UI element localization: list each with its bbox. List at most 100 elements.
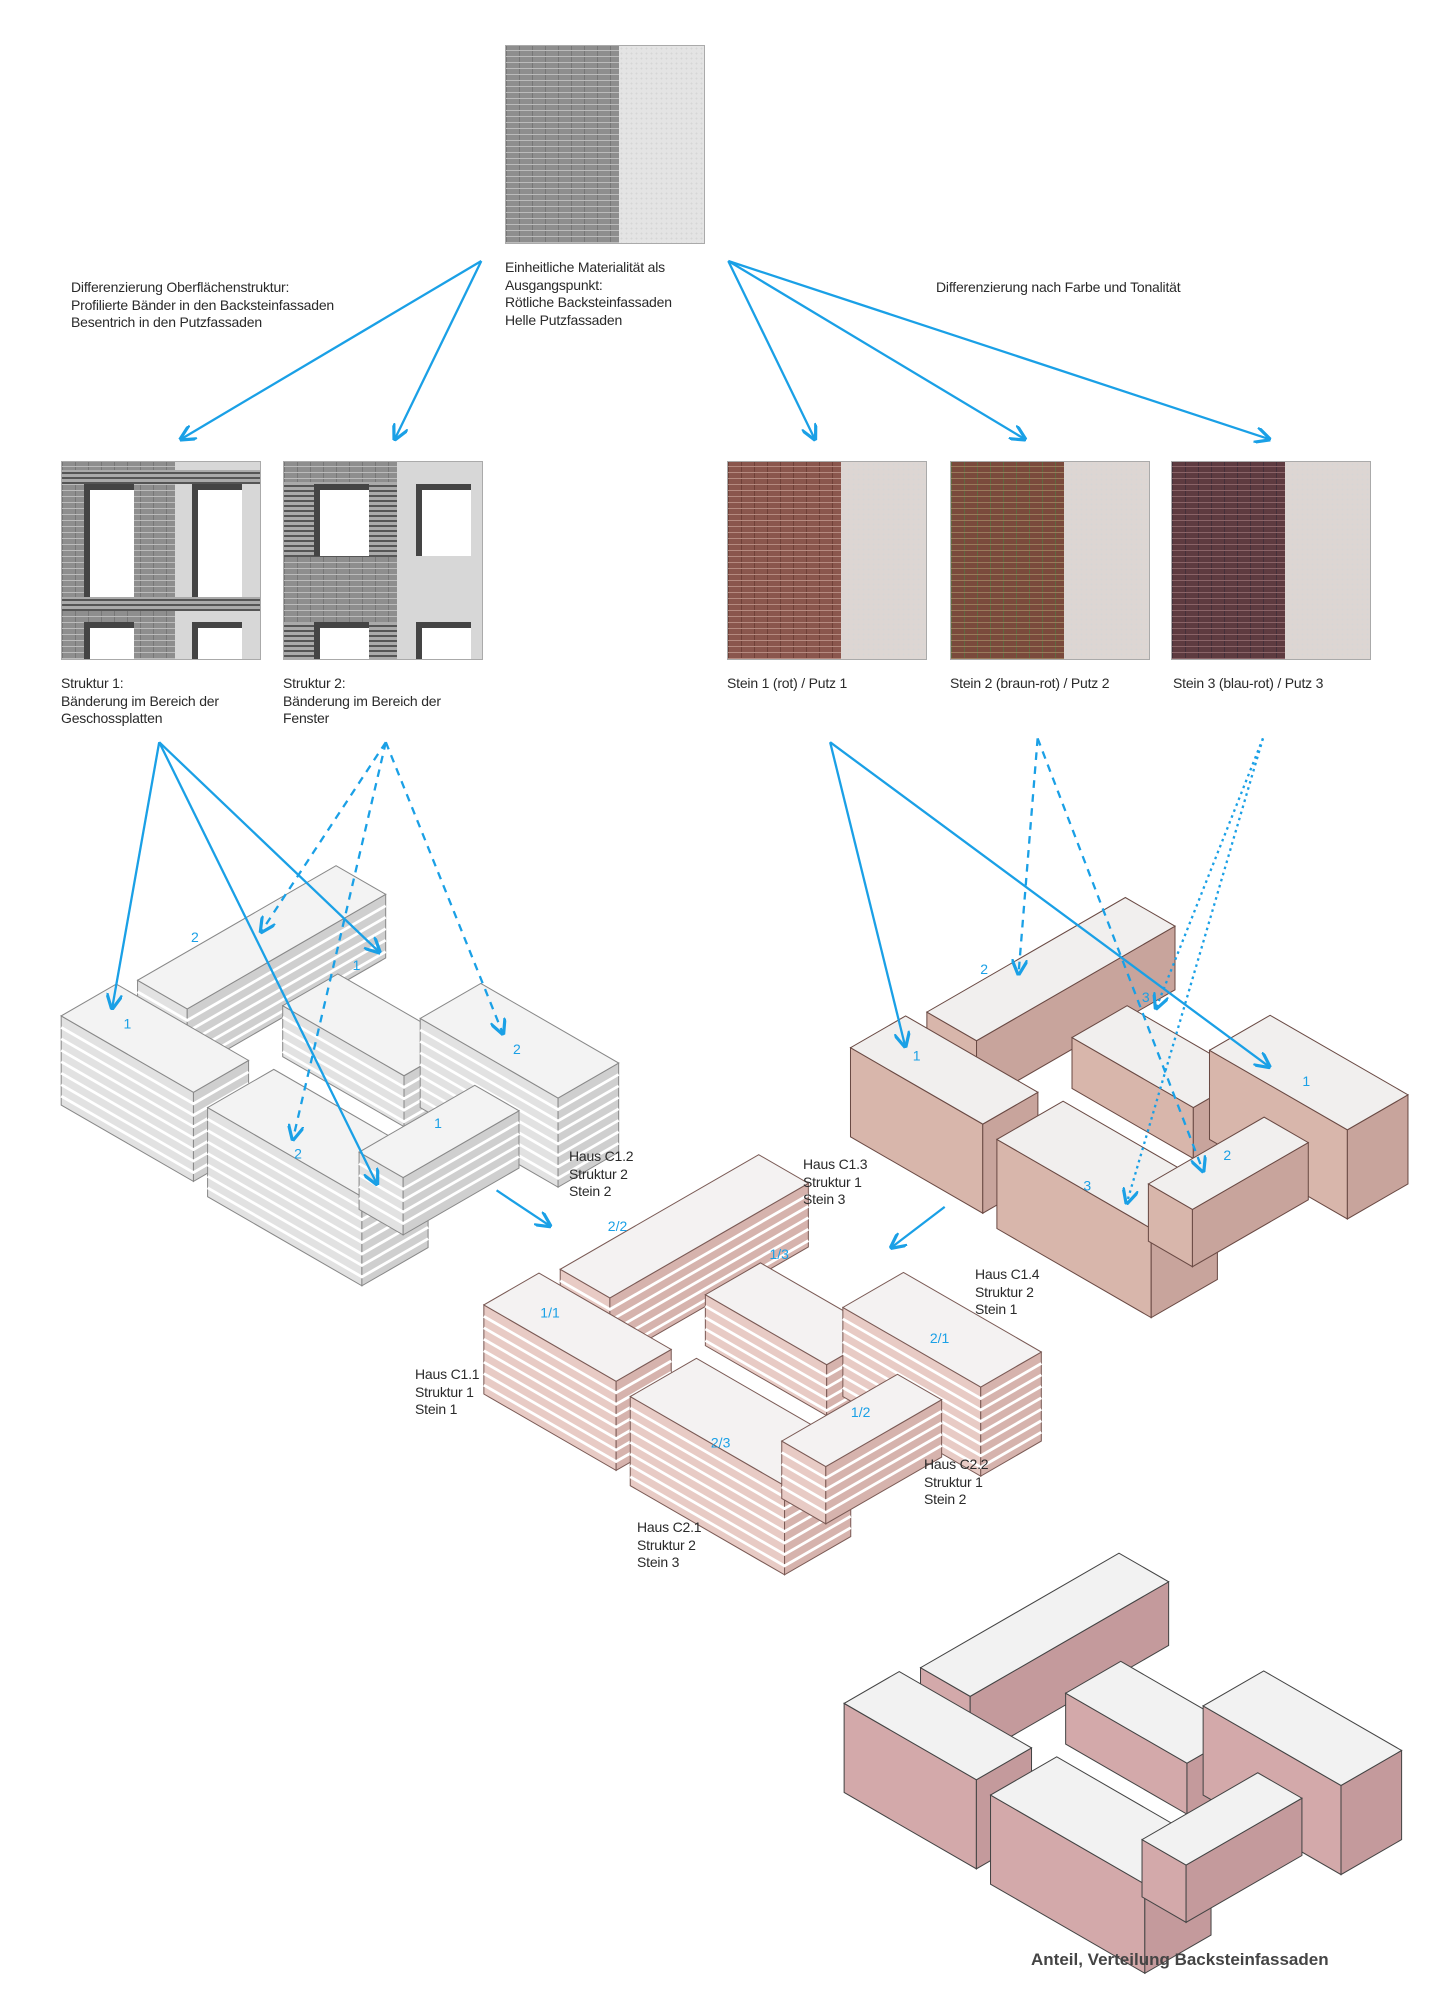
text-line: Geschossplatten [61,710,163,726]
building-block [1141,1772,1303,1924]
arrow [158,741,379,952]
stone-3-label: Stein 3 (blau-rot) / Putz 3 [1173,675,1324,691]
block-number-label: 2 [513,1041,521,1057]
arrow [829,741,905,1046]
text-line: Stein 1 [975,1301,1018,1317]
block-number-label: 1 [123,1016,131,1032]
block-number-label: 2 [191,929,199,945]
structure-1-swatch [61,461,261,660]
text-line: Bänderung im Bereich der [283,692,441,709]
building-block: 1/2 [780,1373,943,1525]
arrow [158,741,377,1184]
text-line: Haus C2.2 [924,1456,989,1472]
text-line: Differenzierung Oberflächenstruktur: [71,279,290,295]
building-cluster-left: 2 1 1 2 2 1 [60,865,620,1287]
block-number-label: 1 [353,957,361,973]
structure-2-label: Struktur 2: Bänderung im Bereich der Fen… [283,675,441,728]
block-number-label: 1 [913,1047,921,1063]
arrow [395,260,483,439]
block-number-label: 2/3 [711,1434,731,1450]
text-line: Differenzierung nach Farbe und Tonalität [936,279,1181,295]
building-cluster-right: 2 3 1 1 3 2 [849,896,1409,1319]
surface-structure-text: Differenzierung Oberflächenstruktur: Pro… [71,279,334,332]
text-line: Stein 3 [803,1191,846,1207]
block-number-label: 1/1 [540,1305,560,1321]
building-block: 2 [1147,1116,1310,1268]
arrow [384,741,503,1034]
building-block: 1/3 [704,1246,883,1417]
text-line: Struktur 2 [975,1283,1034,1300]
arrow [727,260,815,439]
block-number-label: 2 [294,1145,302,1161]
text-line: Stein 2 [569,1183,612,1199]
text-line: Bänderung im Bereich der [61,692,219,709]
arrow [829,741,1269,1067]
text-line: Haus C1.1 [415,1366,480,1382]
block-number-label: 3 [1142,989,1150,1005]
text-line: Haus C1.2 [569,1148,634,1164]
arrow [1156,737,1265,1008]
text-line: Rötliche Backsteinfassaden [505,294,672,310]
building-cluster-bottom [843,1552,1403,1975]
block-number-label: 2/1 [930,1330,950,1346]
stone-1-label: Stein 1 (rot) / Putz 1 [727,675,848,691]
arrow [727,259,1025,439]
stone-3-swatch [1171,461,1371,660]
base-material-swatch [505,45,705,244]
arrow [293,741,387,1139]
arrow [1127,738,1265,1203]
arrow [181,259,482,439]
block-number-label: 2 [1223,1147,1231,1163]
text-line: Struktur 2: [283,675,346,691]
stone-2-swatch [950,461,1150,660]
caption: Anteil, Verteilung Backsteinfassaden [1031,1950,1329,1969]
arrow [1019,738,1039,974]
text-line: Struktur 1: [61,675,124,691]
block-number-label: 1 [1302,1073,1310,1089]
text-line: Einheitliche Materialität als [505,259,665,275]
text-line: Besentrich in den Putzfassaden [71,314,262,330]
text-line: Stein 2 [924,1491,967,1507]
arrow [1036,737,1203,1171]
structure-2-swatch [283,461,483,660]
stone-2-label: Stein 2 (braun-rot) / Putz 2 [950,675,1110,691]
block-number-label: 1/3 [769,1246,789,1262]
color-tonality-text: Differenzierung nach Farbe und Tonalität [936,279,1181,297]
text-line: Haus C1.3 [803,1156,868,1172]
text-line: Struktur 2 [637,1536,696,1553]
stone-1-swatch [727,461,927,660]
text-line: Stein 3 [637,1554,680,1570]
text-line: Profilierte Bänder in den Backsteinfassa… [71,296,335,313]
text-line: Haus C2.1 [637,1519,702,1535]
block-number-label: 2 [980,961,988,977]
text-line: Fenster [283,710,330,726]
building-cluster-middle: 2/2 1/3 1/1 2/1 2/3 1/2 [482,1154,1043,1576]
arrow [495,1189,550,1226]
text-line: Helle Putzfassaden [505,311,623,328]
arrow [727,259,1269,439]
structure-1-label: Struktur 1: Bänderung im Bereich der Ges… [61,675,219,728]
text-line: Stein 1 [415,1401,458,1417]
text-line: Struktur 1 [803,1173,862,1190]
text-line: Ausgangspunkt: [505,276,603,293]
block-number-label: 2/2 [608,1218,628,1234]
block-number-label: 1/2 [851,1404,871,1420]
block-number-label: 1 [434,1115,442,1131]
arrow [112,742,161,1008]
arrow [261,741,387,932]
text-line: Haus C1.4 [975,1266,1040,1282]
text-line: Struktur 1 [415,1383,474,1400]
base-material-text: Einheitliche Materialität als Ausgangspu… [505,259,672,329]
building-block: 1 [358,1084,521,1236]
text-line: Struktur 2 [569,1165,628,1182]
block-number-label: 3 [1083,1177,1091,1193]
arrow [891,1205,946,1248]
